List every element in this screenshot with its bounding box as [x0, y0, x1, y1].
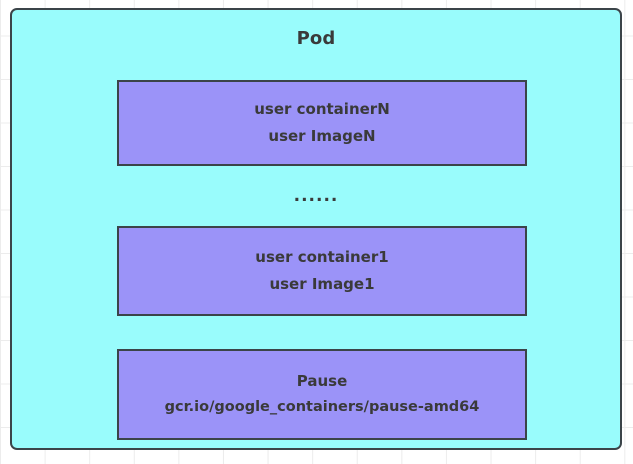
- containers-ellipsis: ......: [293, 186, 339, 206]
- container-image-label: gcr.io/google_containers/pause-amd64: [164, 399, 480, 416]
- container-box-pause: Pause gcr.io/google_containers/pause-amd…: [117, 349, 527, 440]
- container-box-user-container1: user container1 user Image1: [117, 226, 527, 316]
- pod-title: Pod: [296, 28, 336, 49]
- container-name-label: user containerN: [254, 100, 390, 119]
- pod-container: Pod user containerN user ImageN ...... u…: [10, 8, 622, 450]
- container-box-user-containerN: user containerN user ImageN: [117, 80, 527, 166]
- container-name-label: Pause: [296, 372, 348, 391]
- container-image-label: user Image1: [269, 274, 375, 293]
- container-name-label: user container1: [255, 248, 389, 267]
- container-image-label: user ImageN: [268, 126, 376, 145]
